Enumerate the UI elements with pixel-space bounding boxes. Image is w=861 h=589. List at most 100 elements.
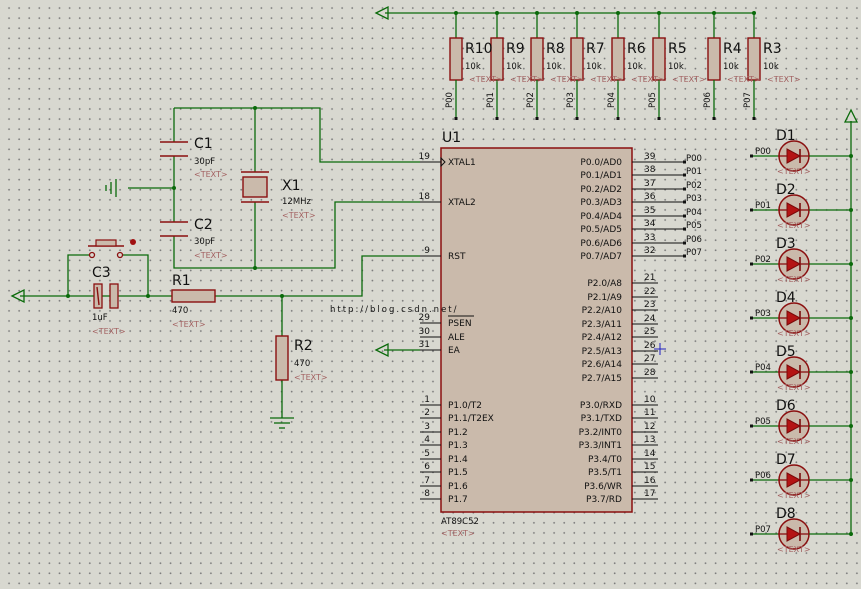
ground-icon-cap	[105, 179, 117, 197]
pullup-placeholder: <TEXT>	[590, 75, 624, 84]
pullup-placeholder: <TEXT>	[767, 75, 801, 84]
r2-placeholder: <TEXT>	[294, 373, 328, 382]
c3-placeholder: <TEXT>	[92, 327, 126, 336]
pullup-value: 10k	[668, 62, 684, 72]
led-placeholder: <TEXT>	[777, 167, 811, 176]
pullup-net-label: P05	[648, 92, 658, 108]
mcu-pin-number: 33	[644, 233, 655, 243]
mcu-pin-number: 14	[644, 449, 656, 459]
c2-ref: C2	[194, 217, 213, 233]
reset-terminal-icon[interactable]	[10, 288, 25, 304]
led-placeholder: <TEXT>	[777, 383, 811, 392]
pullup-net-label: P06	[703, 92, 713, 108]
mcu-pin-name: XTAL1	[448, 158, 476, 168]
pullup-resistor[interactable]	[747, 37, 761, 81]
pullup-placeholder: <TEXT>	[727, 75, 761, 84]
net-terminal-icon	[683, 187, 686, 191]
led-net-label: P04	[755, 363, 771, 373]
led-placeholder: <TEXT>	[777, 329, 811, 338]
led-ref: D5	[776, 344, 796, 360]
pullup-resistor[interactable]	[530, 37, 544, 81]
mcu-pin-name: P0.3/AD3	[580, 198, 622, 208]
pullup-net-label: P00	[445, 92, 455, 108]
mcu-body[interactable]	[440, 147, 633, 513]
mcu-pin-name: P2.4/A12	[582, 333, 622, 343]
mcu-pin-number: 7	[424, 476, 430, 486]
ea-terminal-icon[interactable]	[374, 342, 389, 358]
net-terminal-icon	[683, 200, 686, 204]
labels-layer: 19XTAL118XTAL29RST29PSEN30ALE31EA1P1.0/T…	[92, 41, 811, 554]
led-junction	[849, 478, 853, 482]
led-ref: D3	[776, 236, 796, 252]
mcu-pin-name: P0.2/AD2	[580, 185, 622, 195]
pullup-resistor[interactable]	[652, 37, 666, 81]
led-net-label: P03	[755, 309, 771, 319]
mcu-pin-name: P0.1/AD1	[580, 171, 622, 181]
c3-ref: C3	[92, 265, 111, 281]
ground-icon-r2	[270, 417, 294, 429]
mcu-part: AT89C52	[441, 517, 479, 527]
pullup-value: 10k	[627, 62, 643, 72]
mcu-pin-name: P3.2/INT0	[579, 428, 623, 438]
pullup-net-label: P03	[566, 92, 576, 108]
mcu-pin-name: P1.5	[448, 468, 468, 478]
mcu-pin-number: 23	[644, 300, 655, 310]
reset-button[interactable]	[88, 239, 136, 259]
net-terminal-icon	[683, 227, 686, 231]
pullup-terminal-icon	[575, 117, 579, 120]
led-terminal-icon	[750, 370, 753, 374]
pullup-ref: R6	[627, 41, 646, 57]
led-ref: D4	[776, 290, 796, 306]
pullup-resistor[interactable]	[570, 37, 584, 81]
power-terminal-top-icon[interactable]	[374, 5, 389, 21]
r2-ref: R2	[294, 338, 313, 354]
led-junction	[849, 154, 853, 158]
led-terminal-icon	[750, 154, 753, 158]
capacitor-c2[interactable]	[160, 221, 188, 237]
pullup-terminal-icon	[495, 117, 499, 120]
capacitor-c1[interactable]	[160, 141, 188, 157]
mcu-net-label: P06	[686, 235, 702, 245]
mcu-pin-name: P1.6	[448, 482, 468, 492]
r1-value: 470	[172, 306, 188, 316]
pullup-placeholder: <TEXT>	[631, 75, 665, 84]
led-junction	[849, 262, 853, 266]
pullup-ref: R10	[465, 41, 493, 57]
pullup-net-label: P07	[743, 92, 753, 108]
pullup-resistor[interactable]	[449, 37, 463, 81]
led-junction	[849, 424, 853, 428]
power-terminal-right-icon[interactable]	[843, 108, 859, 123]
mcu-pins	[420, 160, 686, 500]
net-terminal-icon	[683, 173, 686, 177]
mcu-pin-number: 25	[644, 327, 655, 337]
pullup-placeholder: <TEXT>	[550, 75, 584, 84]
c3-value: 1uF	[92, 313, 108, 323]
mcu-pin-name: P1.2	[448, 428, 468, 438]
resistor-r1[interactable]	[171, 289, 216, 303]
led-net-label: P05	[755, 417, 771, 427]
mcu-pin-number: 19	[419, 152, 431, 162]
pullup-junction	[752, 11, 756, 15]
led-net-label: P07	[755, 525, 771, 535]
crystal-x1[interactable]	[241, 171, 269, 203]
pullup-ref: R7	[586, 41, 605, 57]
mcu-pin-number: 34	[644, 219, 656, 229]
pullup-junction	[495, 11, 499, 15]
mcu-pin-number: 1	[424, 395, 430, 405]
pullup-resistor[interactable]	[611, 37, 625, 81]
resistor-r2[interactable]	[275, 335, 289, 381]
capacitor-c3[interactable]	[93, 283, 119, 309]
pullup-resistor[interactable]	[707, 37, 721, 81]
mcu-pin-name: P1.7	[448, 495, 468, 505]
mcu-pin-number: 17	[644, 489, 655, 499]
led-junction	[849, 208, 853, 212]
mcu-pin-name: P3.3/INT1	[579, 441, 622, 451]
pullup-resistor[interactable]	[490, 37, 504, 81]
pullup-junction	[616, 11, 620, 15]
mcu-net-label: P00	[686, 154, 702, 164]
led-ref: D2	[776, 182, 796, 198]
led-placeholder: <TEXT>	[777, 437, 811, 446]
led-terminal-icon	[750, 424, 753, 428]
